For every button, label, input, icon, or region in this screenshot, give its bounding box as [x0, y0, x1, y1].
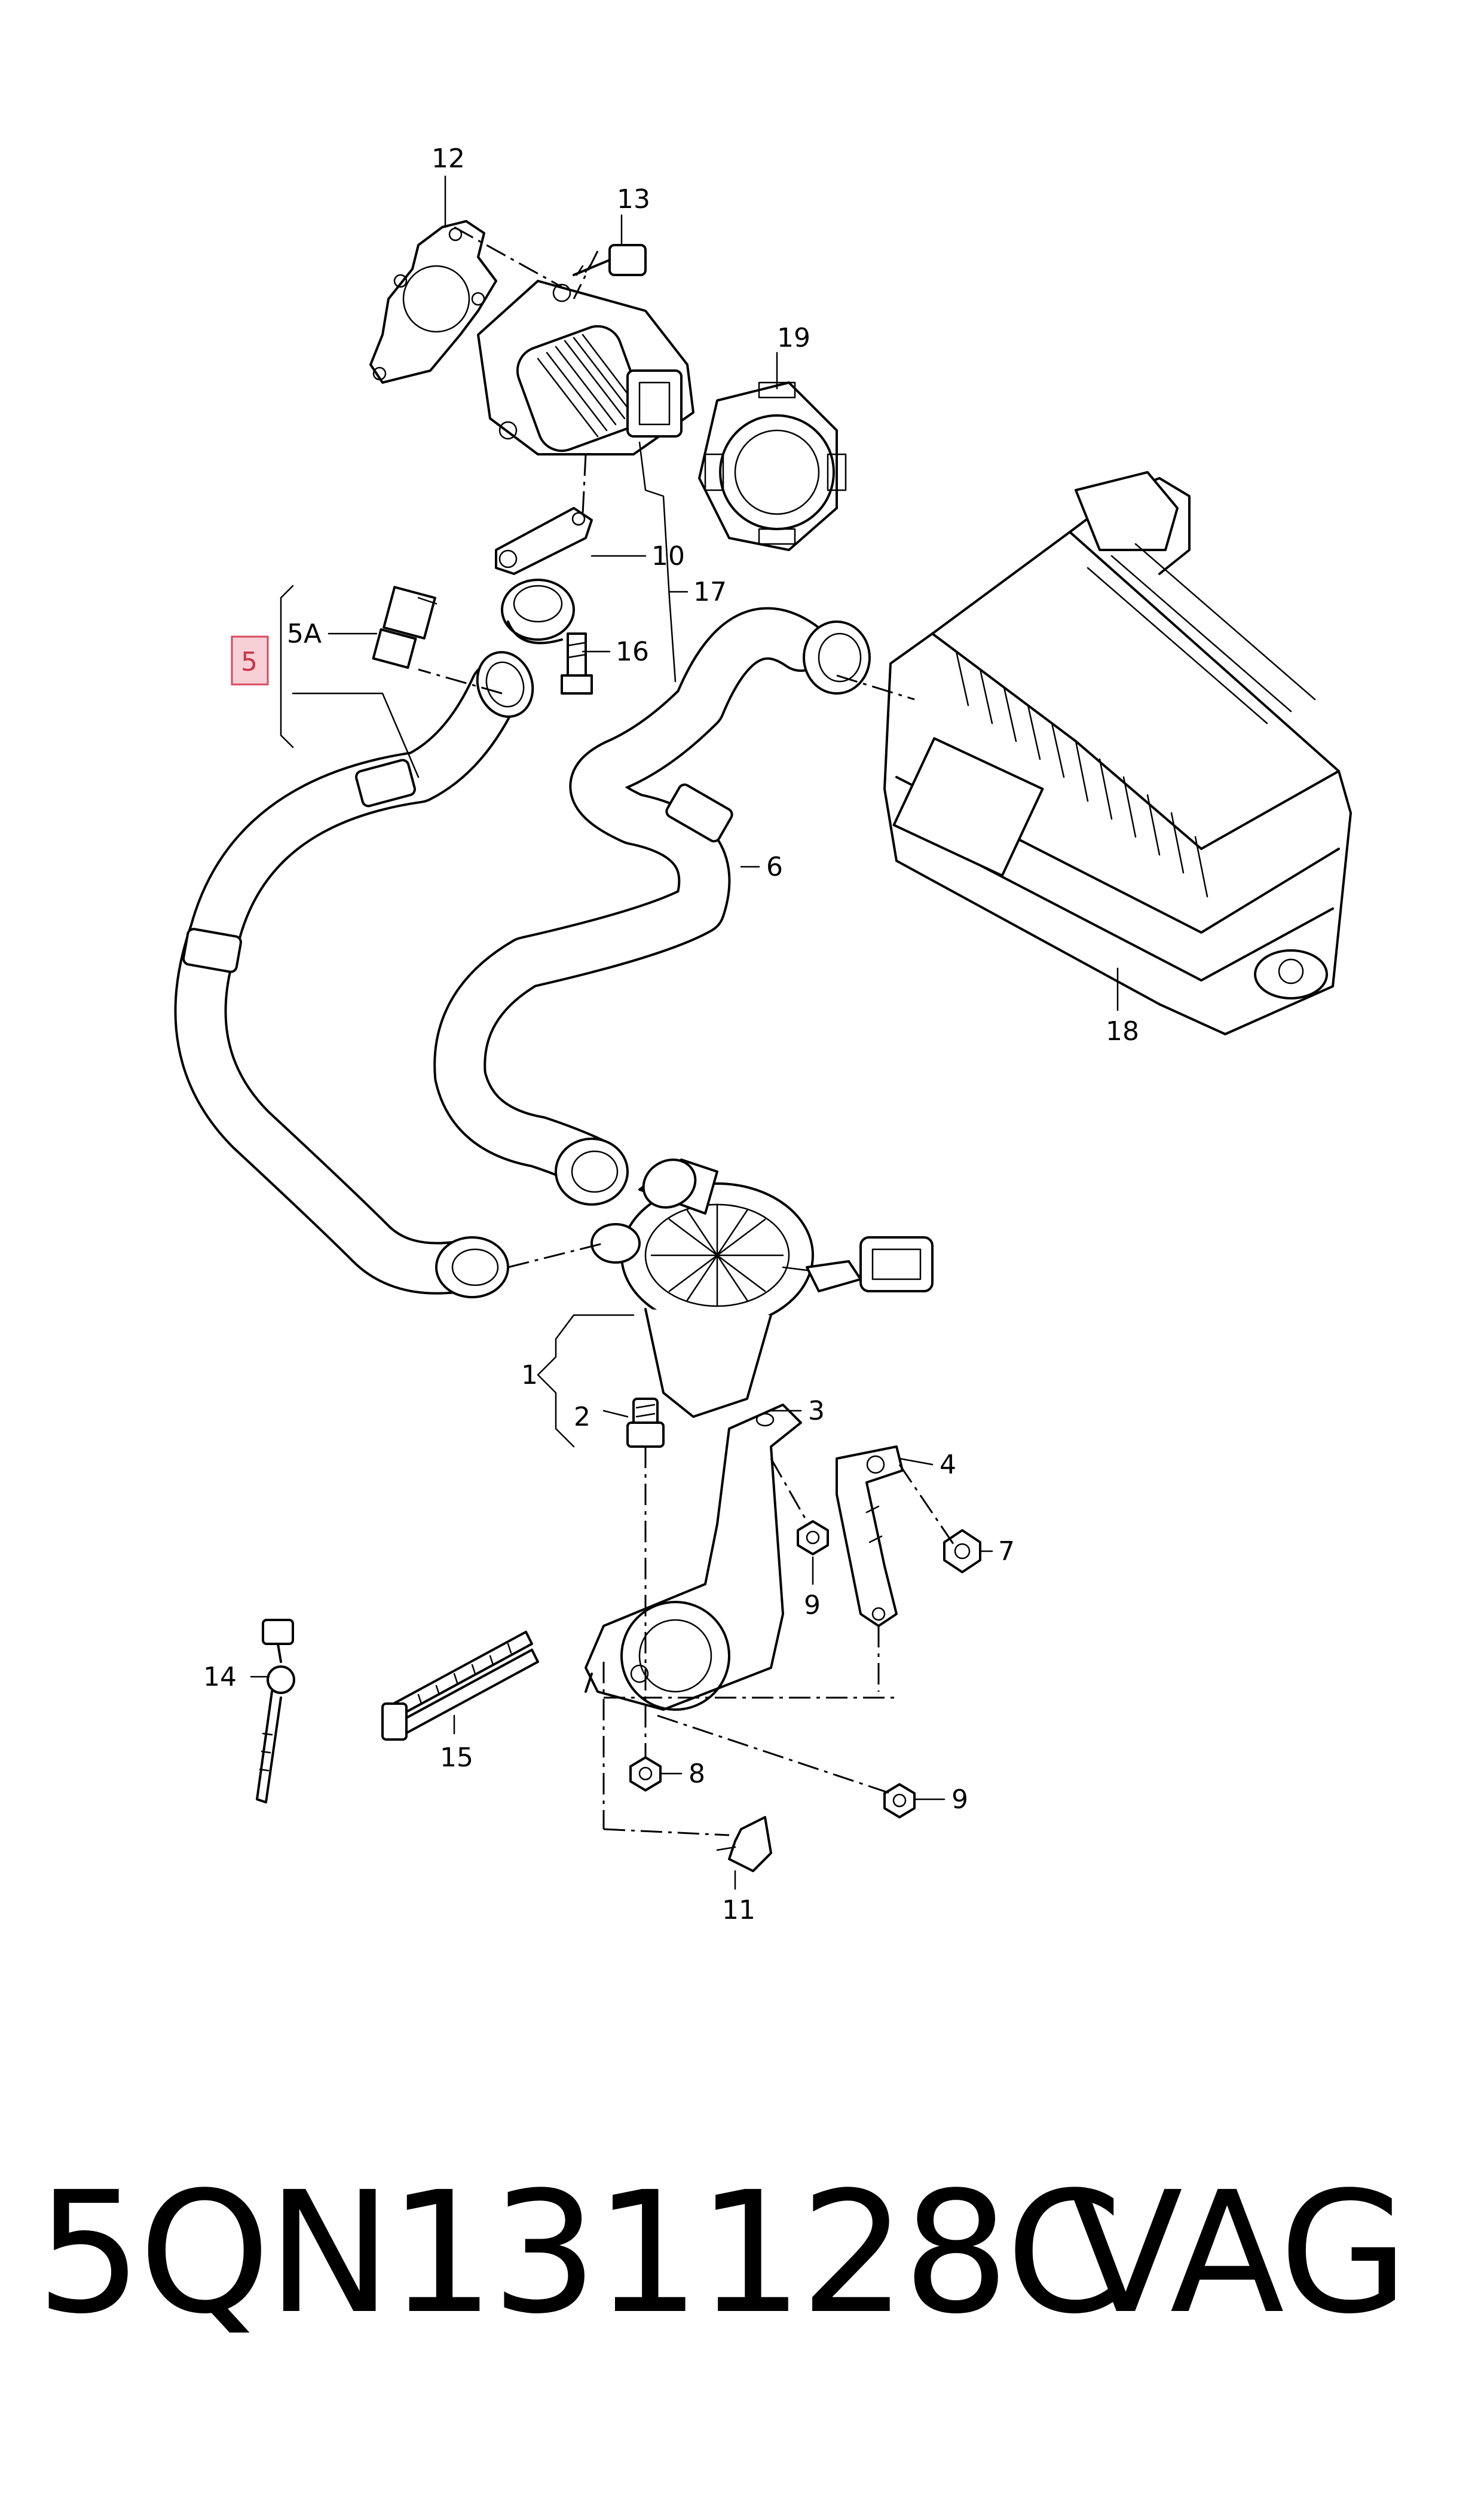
part-19-insulating-ring[interactable] [698, 381, 847, 551]
callout-11: 11 [722, 1895, 755, 1925]
part-1-air-pump[interactable] [590, 1151, 934, 1418]
part-15-cable-ties[interactable] [381, 1631, 539, 1741]
callout-2: 2 [574, 1402, 590, 1432]
part-10-flange[interactable] [495, 507, 593, 644]
callout-5-highlight[interactable] [231, 635, 269, 686]
callout-16: 16 [616, 637, 649, 667]
alignment-lines [418, 226, 957, 1836]
callout-17: 17 [693, 577, 727, 607]
footer: 5QN131128C VAG [0, 2164, 1484, 2343]
callout-19: 19 [777, 323, 810, 353]
callout-3: 3 [808, 1396, 825, 1426]
callout-5a: 5A [287, 619, 322, 649]
part-14-cable-holder[interactable] [256, 1619, 295, 1803]
callout-9-upper: 9 [804, 1590, 821, 1621]
callout-9-lower: 9 [951, 1784, 968, 1815]
callout-14: 14 [203, 1662, 237, 1692]
callout-7: 7 [998, 1536, 1015, 1567]
callout-12: 12 [432, 143, 465, 174]
part-2-stud[interactable] [626, 1398, 665, 1448]
part-5a-connector[interactable] [372, 586, 437, 669]
brand-name: VAG [1068, 2156, 1409, 2351]
callout-6: 6 [766, 852, 783, 882]
part-9-nut-lower[interactable] [883, 1783, 916, 1818]
part-18-air-filter[interactable] [883, 471, 1352, 1035]
part-7-nut[interactable] [943, 1529, 981, 1573]
callout-5: 5 [241, 647, 258, 677]
part-13-bolt[interactable] [573, 244, 647, 276]
part-11-clip[interactable] [716, 1816, 772, 1872]
part-number: 5QN131128C [36, 2156, 1122, 2351]
part-4-holder[interactable] [836, 1445, 904, 1627]
callout-8: 8 [689, 1759, 705, 1789]
part-16-bolt[interactable] [561, 632, 593, 695]
callout-labels: 12 13 19 10 17 16 5A 5 6 18 1 2 3 4 7 9 … [203, 143, 1139, 1925]
part-3-bracket[interactable] [585, 1404, 802, 1711]
callout-4: 4 [940, 1450, 956, 1480]
part-8-nut[interactable] [629, 1756, 662, 1792]
callout-1: 1 [521, 1360, 538, 1390]
part-17-valve-assembly[interactable] [477, 280, 694, 457]
callout-13: 13 [617, 184, 650, 215]
part-12-gasket[interactable] [369, 220, 497, 384]
callout-15: 15 [440, 1742, 473, 1773]
exploded-parts-diagram: 12 13 19 10 17 16 5A 5 6 18 1 2 3 4 7 9 … [174, 143, 1352, 1925]
part-6-hose[interactable] [433, 607, 871, 1206]
part-9-nut-upper[interactable] [797, 1520, 829, 1555]
leader-lines [250, 175, 1119, 1890]
callout-10: 10 [651, 541, 685, 571]
callout-18: 18 [1106, 1016, 1139, 1047]
